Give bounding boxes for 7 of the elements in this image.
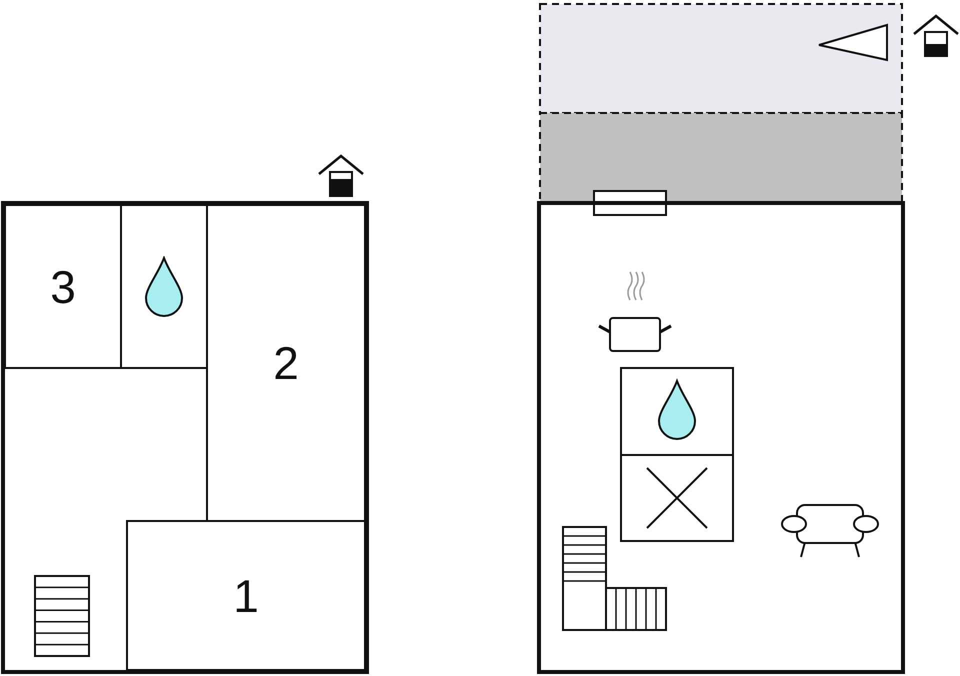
room-number: 2 [273, 340, 299, 386]
room-number: 3 [50, 264, 76, 310]
room [4, 204, 122, 369]
bathroom [120, 204, 208, 369]
room [126, 520, 366, 671]
room-number: 1 [233, 572, 259, 618]
room [206, 204, 366, 522]
